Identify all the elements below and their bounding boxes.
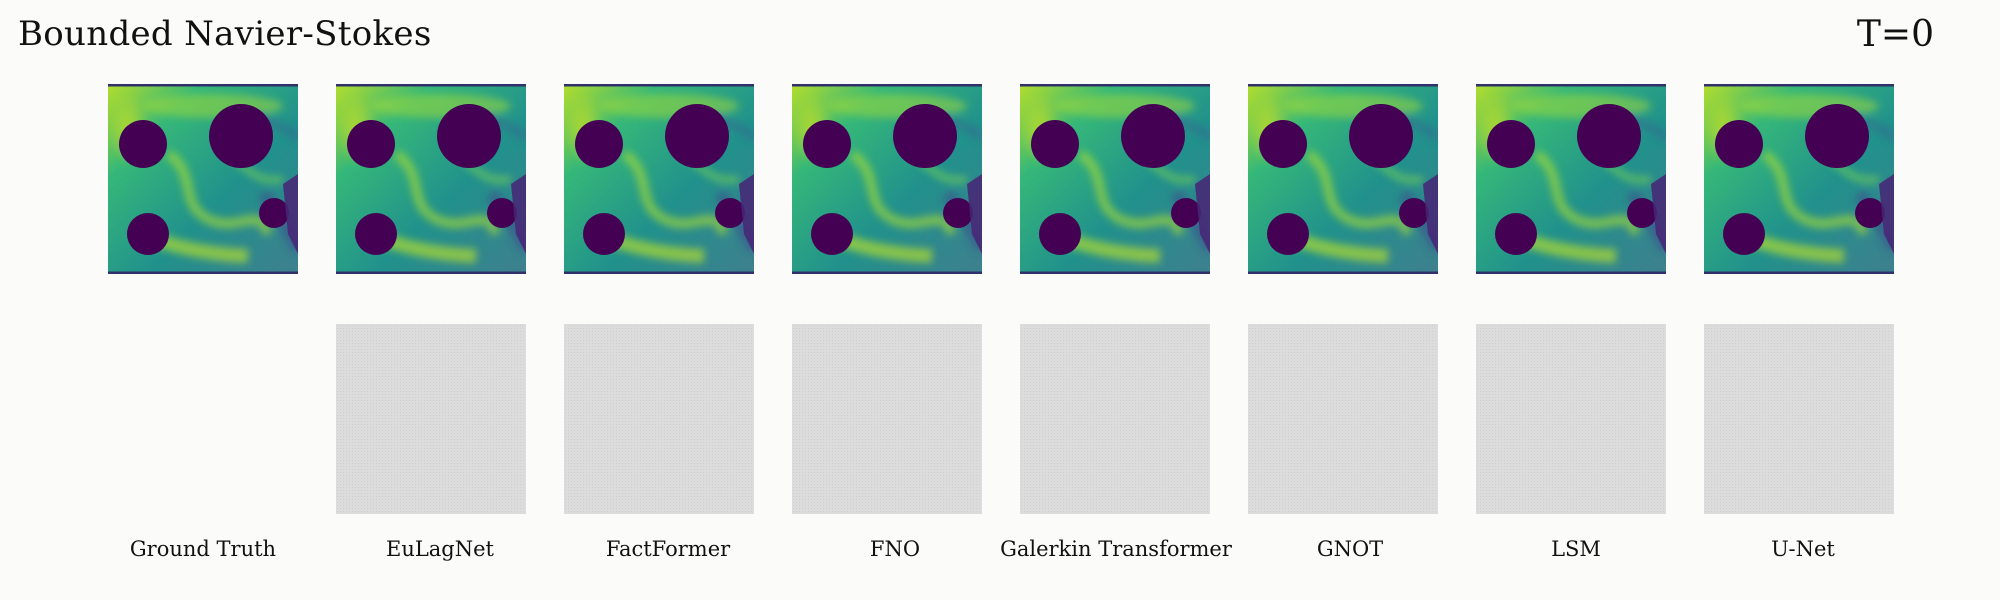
- error-map-panel: [1476, 324, 1666, 514]
- prediction-panel: [336, 84, 526, 274]
- error-map-panel: [1248, 324, 1438, 514]
- prediction-panel: [108, 84, 298, 274]
- error-map-panel: [1704, 324, 1894, 514]
- model-label: EuLagNet: [385, 537, 494, 561]
- prediction-panel: [564, 84, 754, 274]
- model-label: FactFormer: [605, 537, 731, 561]
- prediction-panel: [1476, 84, 1666, 274]
- error-map-panel: [1020, 324, 1210, 514]
- flow-field-image: [108, 84, 298, 274]
- model-label: Galerkin Transformer: [1000, 537, 1232, 561]
- flow-field-image: [1476, 84, 1666, 274]
- flow-field-image: [336, 84, 526, 274]
- prediction-panel: [1248, 84, 1438, 274]
- flow-field-image: [1248, 84, 1438, 274]
- flow-field-image: [1020, 84, 1210, 274]
- time-step-label: T=0: [1856, 14, 1934, 55]
- empty-error-slot: [108, 324, 298, 514]
- model-column: [1704, 84, 1894, 514]
- prediction-panel: [1704, 84, 1894, 274]
- model-label: GNOT: [1316, 537, 1384, 561]
- model-label: Ground Truth: [129, 537, 277, 561]
- flow-field-image: [1704, 84, 1894, 274]
- model-column: [1020, 84, 1210, 514]
- prediction-panel: [792, 84, 982, 274]
- model-column: [1476, 84, 1666, 514]
- model-column: [564, 84, 754, 514]
- model-label: LSM: [1551, 537, 1601, 561]
- model-column: [336, 84, 526, 514]
- figure-title: Bounded Navier-Stokes: [18, 14, 432, 54]
- prediction-panel: [1020, 84, 1210, 274]
- error-map-panel: [792, 324, 982, 514]
- flow-field-image: [564, 84, 754, 274]
- model-column: [792, 84, 982, 514]
- model-column: [1248, 84, 1438, 514]
- error-map-panel: [336, 324, 526, 514]
- error-map-panel: [564, 324, 754, 514]
- model-column: [108, 84, 298, 514]
- model-label: U-Net: [1771, 537, 1835, 561]
- model-label: FNO: [869, 537, 921, 561]
- flow-field-image: [792, 84, 982, 274]
